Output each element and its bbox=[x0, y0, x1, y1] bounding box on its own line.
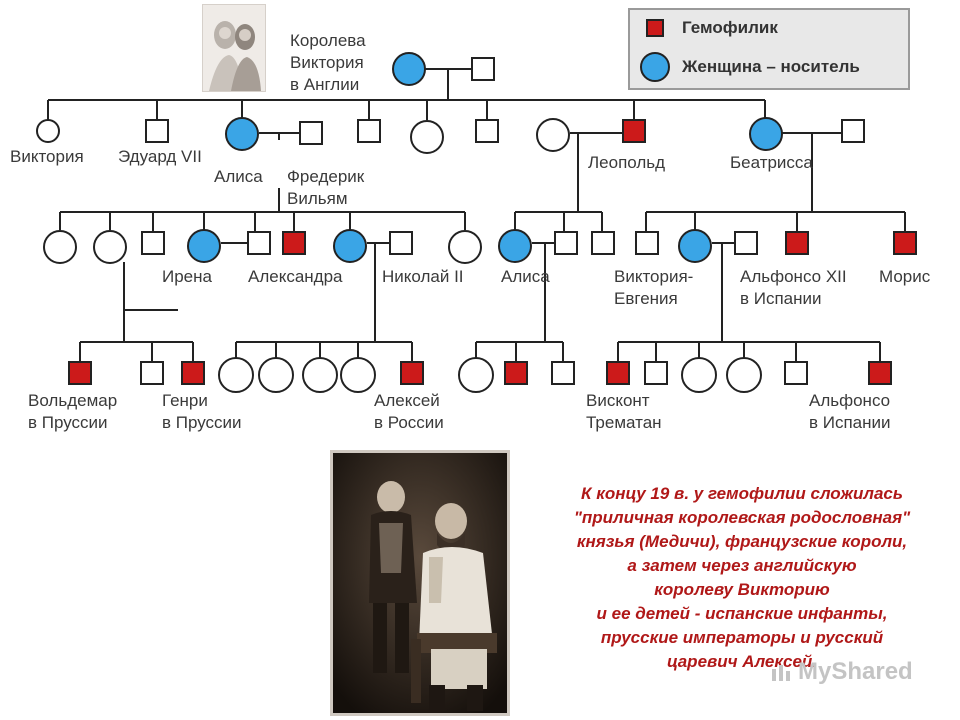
female-circle bbox=[458, 357, 494, 393]
female-circle bbox=[218, 357, 254, 393]
legend: Гемофилик Женщина – носитель bbox=[628, 8, 910, 90]
carrier-circle bbox=[392, 52, 426, 86]
label-viscount-1: Висконт bbox=[586, 391, 650, 410]
caption-line: прусские императоры и русский bbox=[600, 628, 884, 647]
legend-item-carrier: Женщина – носитель bbox=[640, 52, 860, 82]
male-square bbox=[734, 231, 758, 255]
label-alexei-2: в России bbox=[374, 413, 444, 432]
hemophiliac-square bbox=[68, 361, 92, 385]
caption-line: королеву Викторию bbox=[654, 580, 830, 599]
carrier-circle bbox=[678, 229, 712, 263]
male-square bbox=[140, 361, 164, 385]
hemophiliac-square bbox=[785, 231, 809, 255]
label-frederick-1: Фредерик bbox=[287, 167, 365, 186]
male-square bbox=[551, 361, 575, 385]
label-alexei-1: Алексей bbox=[374, 391, 440, 410]
watermark-text: MyShared bbox=[798, 658, 913, 685]
legend-carrier-label: Женщина – носитель bbox=[682, 57, 860, 76]
male-square bbox=[141, 231, 165, 255]
queen-victoria-portrait bbox=[202, 4, 266, 92]
label-waldemar-1: Вольдемар bbox=[28, 391, 118, 410]
male-square bbox=[389, 231, 413, 255]
male-square bbox=[299, 121, 323, 145]
female-circle bbox=[536, 118, 570, 152]
label-alfonso-1: Альфонсо bbox=[809, 391, 891, 410]
legend-hemophiliac-label: Гемофилик bbox=[682, 18, 778, 37]
hemophiliac-square bbox=[868, 361, 892, 385]
male-square bbox=[145, 119, 169, 143]
label-frederick-2: Вильям bbox=[287, 189, 348, 208]
hemophiliac-square bbox=[400, 361, 424, 385]
label-alice: Алиса bbox=[214, 167, 263, 186]
caption-line: князья (Медичи), французские короли, bbox=[576, 532, 908, 551]
male-square bbox=[554, 231, 578, 255]
hemophiliac-swatch bbox=[646, 18, 664, 37]
label-queen-victoria-1: Королева bbox=[290, 31, 366, 50]
nicholas-alexei-photo bbox=[330, 450, 510, 716]
carrier-circle bbox=[498, 229, 532, 263]
label-queen-victoria-2: Виктория bbox=[290, 53, 364, 72]
caption-line: "приличная королевская родословная" bbox=[573, 508, 911, 527]
female-circle bbox=[43, 230, 77, 264]
label-alfonso-xii-2: в Испании bbox=[740, 289, 822, 308]
pedigree-lines bbox=[47, 68, 906, 362]
myshared-logo-icon bbox=[772, 665, 790, 681]
label-maurice: Морис bbox=[879, 267, 931, 286]
caption-line: и ее детей - испанские инфанты, bbox=[596, 604, 888, 623]
male-square bbox=[644, 361, 668, 385]
label-nicholas: Николай II bbox=[382, 267, 464, 286]
hemophiliac-square bbox=[622, 119, 646, 143]
female-circle bbox=[340, 357, 376, 393]
legend-item-hemophiliac: Гемофилик bbox=[640, 18, 778, 38]
caption-text: К концу 19 в. у гемофилии сложилась "при… bbox=[524, 482, 960, 674]
watermark: MyShared bbox=[770, 658, 913, 686]
female-circle bbox=[36, 119, 60, 143]
caption-line: К концу 19 в. у гемофилии сложилась bbox=[581, 484, 903, 503]
male-square bbox=[784, 361, 808, 385]
carrier-circle bbox=[187, 229, 221, 263]
female-circle bbox=[302, 357, 338, 393]
carrier-circle bbox=[333, 229, 367, 263]
label-victoria-eugenie-1: Виктория- bbox=[614, 267, 694, 286]
hemophiliac-square bbox=[893, 231, 917, 255]
male-square bbox=[471, 57, 495, 81]
female-circle bbox=[681, 357, 717, 393]
male-square bbox=[247, 231, 271, 255]
label-beatrice: Беатрисса bbox=[730, 153, 813, 172]
label-waldemar-2: в Пруссии bbox=[28, 413, 108, 432]
label-viscount-2: Трематан bbox=[586, 413, 662, 432]
male-square bbox=[635, 231, 659, 255]
label-queen-victoria-3: в Англии bbox=[290, 75, 360, 94]
hemophiliac-square bbox=[181, 361, 205, 385]
label-alfonso-xii-1: Альфонсо XII bbox=[740, 267, 847, 286]
carrier-circle bbox=[225, 117, 259, 151]
label-alfonso-2: в Испании bbox=[809, 413, 891, 432]
label-alice-2: Алиса bbox=[501, 267, 550, 286]
label-irene: Ирена bbox=[162, 267, 212, 286]
female-circle bbox=[93, 230, 127, 264]
male-square bbox=[591, 231, 615, 255]
label-alexandra: Александра bbox=[248, 267, 343, 286]
hemophiliac-square bbox=[504, 361, 528, 385]
caption-line: а затем через английскую bbox=[627, 556, 857, 575]
female-circle bbox=[258, 357, 294, 393]
label-henry-1: Генри bbox=[162, 391, 208, 410]
pedigree-tree bbox=[36, 52, 917, 393]
male-square bbox=[841, 119, 865, 143]
male-square bbox=[357, 119, 381, 143]
hemophiliac-square bbox=[606, 361, 630, 385]
label-victoria: Виктория bbox=[10, 147, 84, 166]
carrier-swatch bbox=[640, 52, 670, 82]
label-henry-2: в Пруссии bbox=[162, 413, 242, 432]
female-circle bbox=[448, 230, 482, 264]
carrier-circle bbox=[749, 117, 783, 151]
female-circle bbox=[726, 357, 762, 393]
male-square bbox=[475, 119, 499, 143]
label-victoria-eugenie-2: Евгения bbox=[614, 289, 678, 308]
label-edward: Эдуард VII bbox=[118, 147, 202, 166]
hemophiliac-square bbox=[282, 231, 306, 255]
label-leopold: Леопольд bbox=[588, 153, 666, 172]
female-circle bbox=[410, 120, 444, 154]
